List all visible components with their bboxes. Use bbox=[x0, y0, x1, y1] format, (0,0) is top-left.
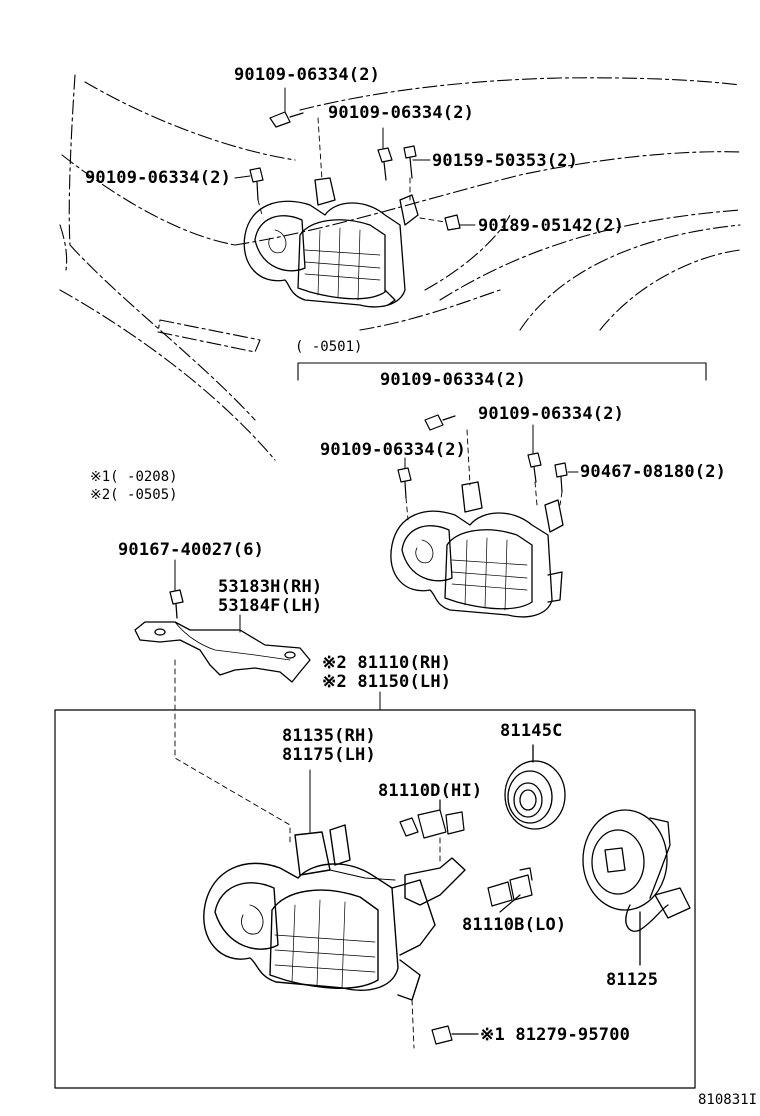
dust-cap bbox=[504, 744, 566, 830]
label-bracket-rh: 53183H(RH) bbox=[218, 577, 323, 597]
label-adjuster: ※1 81279-95700 bbox=[480, 1025, 631, 1045]
label-variant-bolt-b: 90109-06334(2) bbox=[478, 404, 625, 424]
label-top-mid-bolt: 90109-06334(2) bbox=[328, 103, 475, 123]
bracket-dashed-guide bbox=[174, 659, 291, 846]
lamp-bracket bbox=[134, 589, 311, 683]
installed-headlamp bbox=[243, 177, 419, 308]
label-bracket-lh: 53184F(LH) bbox=[218, 596, 323, 616]
note-2: ※2( -0505) bbox=[90, 487, 178, 503]
label-assy-lh: ※2 81150(LH) bbox=[322, 672, 452, 692]
top-fasteners bbox=[249, 111, 461, 231]
label-socket: 81125 bbox=[606, 970, 659, 990]
bracket-leaders bbox=[174, 559, 241, 633]
assembly-box bbox=[54, 709, 696, 1089]
label-top-clip: 90189-05142(2) bbox=[478, 216, 625, 236]
figure-code: 810831I bbox=[698, 1092, 758, 1108]
label-bulb-hi: 81110D(HI) bbox=[378, 781, 483, 801]
car-body-outline bbox=[59, 74, 741, 461]
hi-bulb bbox=[399, 799, 465, 839]
aim-adjuster bbox=[431, 1025, 479, 1045]
note-1: ※1( -0208) bbox=[90, 469, 178, 485]
label-variant-screw: 90467-08180(2) bbox=[580, 462, 727, 482]
top-dashed-guides bbox=[257, 117, 446, 223]
top-leaders bbox=[234, 87, 476, 226]
label-variant-range: ( -0501) bbox=[295, 339, 363, 355]
label-top-side-bolt: 90109-06334(2) bbox=[85, 168, 232, 188]
label-unit-lh: 81175(LH) bbox=[282, 745, 376, 765]
label-cap: 81145C bbox=[500, 721, 563, 741]
variant-bracket bbox=[297, 362, 707, 381]
label-top-screw: 90159-50353(2) bbox=[432, 151, 579, 171]
variant-headlamp bbox=[390, 481, 564, 618]
label-bulb-lo: 81110B(LO) bbox=[462, 915, 567, 935]
lens-unit bbox=[203, 824, 466, 1001]
label-variant-bolt-a: 90109-06334(2) bbox=[380, 370, 527, 390]
lo-bulb bbox=[487, 867, 533, 913]
label-unit-rh: 81135(RH) bbox=[282, 726, 376, 746]
variant-leaders bbox=[404, 424, 579, 473]
label-assy-rh: ※2 81110(RH) bbox=[322, 653, 452, 673]
label-variant-bolt-c: 90109-06334(2) bbox=[320, 440, 467, 460]
label-top-left-bolt: 90109-06334(2) bbox=[234, 65, 381, 85]
variant-fasteners bbox=[397, 414, 568, 499]
socket-harness bbox=[582, 809, 691, 966]
label-bracket-bolt: 90167-40027(6) bbox=[118, 540, 265, 560]
variant-dashed-guides bbox=[405, 429, 563, 521]
